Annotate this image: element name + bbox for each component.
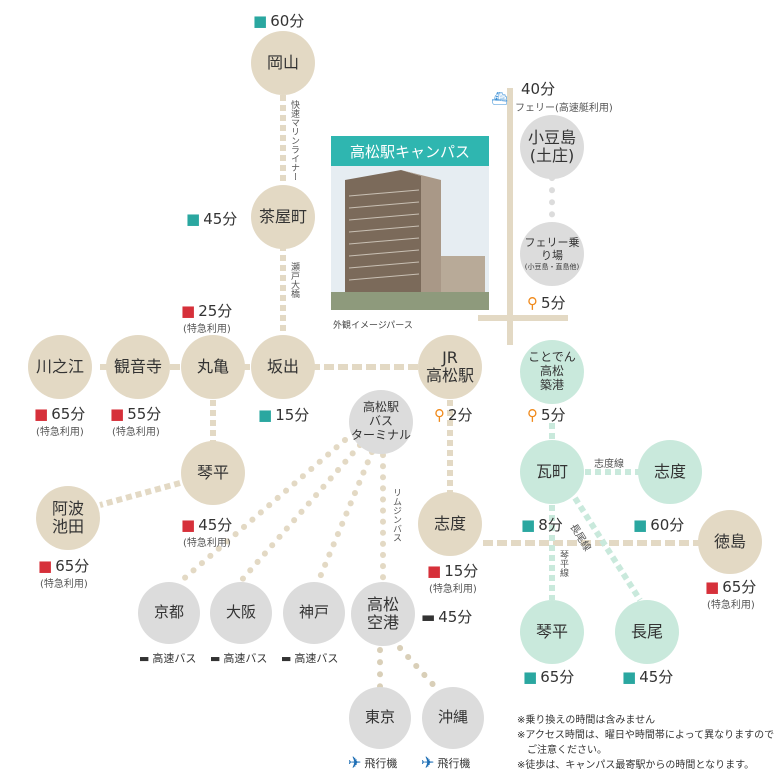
- plane-okinawa: ✈飛行機: [421, 753, 471, 772]
- plane-tokyo: ✈飛行機: [348, 753, 398, 772]
- note-marugame: (特急利用): [183, 324, 231, 335]
- line-shido: 志度線: [594, 459, 624, 470]
- time-jr-walk: ⚲2分: [434, 405, 473, 425]
- express-train-icon: ■: [110, 404, 125, 423]
- node-chayamachi: 茶屋町: [251, 185, 315, 249]
- time-awa-ikeda: ■65分: [38, 556, 90, 576]
- express-train-icon: ■: [181, 515, 196, 534]
- footnotes: ※乗り換えの時間は含みません ※アクセス時間は、曜日や時間帯によって異なりますの…: [517, 713, 774, 773]
- express-train-icon: ■: [705, 577, 720, 596]
- time-okayama: ■60分: [253, 11, 305, 31]
- node-jr-takamatsu: JR 高松駅: [418, 335, 482, 399]
- walk-icon: ⚲: [434, 405, 445, 424]
- campus-image: 高松駅キャンパス: [331, 136, 489, 310]
- node-kotohira-w: 琴平: [181, 441, 245, 505]
- train-icon: ■: [258, 405, 273, 424]
- time-kannonji: ■55分: [110, 404, 162, 424]
- note-shido-w: (特急利用): [429, 584, 477, 595]
- plane-icon: ✈: [421, 753, 435, 772]
- highway-bus-kobe: ▬高速バス: [281, 651, 339, 666]
- node-kyoto: 京都: [138, 582, 200, 644]
- footnote: ※徒歩は、キャンパス最寄駅からの時間となります。: [517, 760, 755, 771]
- train-icon: ■: [523, 667, 538, 686]
- bus-icon: ▬: [421, 607, 436, 626]
- time-marugame: ■25分: [181, 301, 233, 321]
- node-airport: 高松 空港: [351, 582, 415, 646]
- note-awa-ikeda: (特急利用): [40, 579, 88, 590]
- time-kotohira-e: ■65分: [523, 667, 575, 687]
- highway-bus-osaka: ▬高速バス: [210, 651, 268, 666]
- node-kobe: 神戸: [283, 582, 345, 644]
- line-marine-liner: 快速マリンライナー: [289, 100, 299, 181]
- train-icon: ■: [622, 667, 637, 686]
- node-shodoshima: 小豆島 (土庄): [520, 115, 584, 179]
- node-ferry-pier: フェリー乗り場 (小豆島・直島他): [520, 222, 584, 286]
- time-kotoden-walk: ⚲5分: [527, 405, 566, 425]
- note-kannonji: (特急利用): [112, 427, 160, 438]
- time-shido-e: ■60分: [633, 515, 685, 535]
- note-tokushima: (特急利用): [707, 600, 755, 611]
- footnote: ご注意ください。: [517, 745, 607, 756]
- node-nagao: 長尾: [615, 600, 679, 664]
- time-airport-bus: ▬45分: [421, 607, 473, 627]
- train-icon: ■: [186, 209, 201, 228]
- time-kawaramachi: ■8分: [521, 515, 563, 535]
- express-train-icon: ■: [181, 301, 196, 320]
- time-shido-w: ■15分: [427, 561, 479, 581]
- time-ferry-walk: ⚲5分: [527, 293, 566, 313]
- node-kawaramachi: 瓦町: [520, 440, 584, 504]
- time-sakaide: ■15分: [258, 405, 310, 425]
- node-kannonji: 観音寺: [106, 335, 170, 399]
- train-icon: ■: [253, 11, 268, 30]
- walk-icon: ⚲: [527, 405, 538, 424]
- node-okayama: 岡山: [251, 31, 315, 95]
- bus-icon: ▬: [281, 651, 292, 665]
- time-ferry: 40分: [521, 80, 556, 98]
- node-osaka: 大阪: [210, 582, 272, 644]
- node-awa-ikeda: 阿波 池田: [36, 486, 100, 550]
- train-icon: ■: [521, 515, 536, 534]
- node-bus-terminal: 高松駅 バス ターミナル: [349, 390, 413, 454]
- node-kotohira-e: 琴平: [520, 600, 584, 664]
- express-train-icon: ■: [34, 404, 49, 423]
- time-kawanoe: ■65分: [34, 404, 86, 424]
- node-tokushima: 徳島: [698, 510, 762, 574]
- line-kotohira: 琴平線: [558, 550, 568, 577]
- node-kawanoe: 川之江: [28, 335, 92, 399]
- node-kotoden-port: ことでん 高松 築港: [520, 340, 584, 404]
- node-shido-e: 志度: [638, 440, 702, 504]
- bus-icon: ▬: [210, 651, 221, 665]
- walk-icon: ⚲: [527, 293, 538, 312]
- line-limousine: リムジンバス: [391, 488, 401, 542]
- time-tokushima: ■65分: [705, 577, 757, 597]
- note-kotohira-w: (特急利用): [183, 538, 231, 549]
- express-train-icon: ■: [38, 556, 53, 575]
- node-tokyo: 東京: [349, 687, 411, 749]
- note-ferry: フェリー(高速艇利用): [515, 103, 613, 114]
- node-okinawa: 沖縄: [422, 687, 484, 749]
- node-sakaide: 坂出: [251, 335, 315, 399]
- train-icon: ■: [633, 515, 648, 534]
- time-kotohira-w: ■45分: [181, 515, 233, 535]
- ferry-icon: ⛴: [491, 92, 508, 107]
- building-illustration: [331, 166, 489, 310]
- node-marugame: 丸亀: [181, 335, 245, 399]
- time-chayamachi: ■45分: [186, 209, 238, 229]
- note-kawanoe: (特急利用): [36, 427, 84, 438]
- plane-icon: ✈: [348, 753, 362, 772]
- express-train-icon: ■: [427, 561, 442, 580]
- line-seto-ohashi: 瀬戸大橋: [289, 262, 299, 298]
- node-shido-w: 志度: [418, 492, 482, 556]
- footnote: ※アクセス時間は、曜日や時間帯によって異なりますので: [517, 730, 775, 741]
- time-nagao: ■45分: [622, 667, 674, 687]
- bus-icon: ▬: [139, 651, 150, 665]
- highway-bus-kyoto: ▬高速バス: [139, 651, 197, 666]
- footnote: ※乗り換えの時間は含みません: [517, 715, 656, 726]
- campus-title: 高松駅キャンパス: [331, 136, 489, 166]
- campus-caption: 外観イメージパース: [333, 321, 413, 331]
